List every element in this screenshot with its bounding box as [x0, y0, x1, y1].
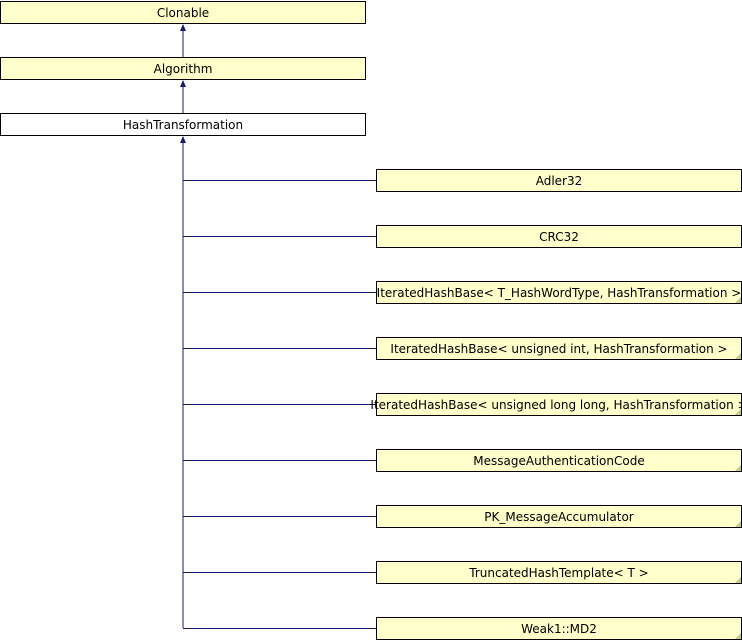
node-clonable[interactable]: Clonable — [0, 1, 366, 24]
node-derived-label: IteratedHashBase< unsigned long long, Ha… — [370, 397, 742, 412]
node-algorithm[interactable]: Algorithm — [0, 57, 366, 80]
node-derived-label: MessageAuthenticationCode — [473, 453, 645, 468]
node-hashtransformation: HashTransformation — [0, 113, 366, 136]
node-algorithm-label: Algorithm — [153, 61, 213, 76]
node-derived-iteratedhashbase-unsigned-int[interactable]: IteratedHashBase< unsigned int, HashTran… — [376, 337, 742, 360]
node-derived-label: PK_MessageAccumulator — [484, 509, 634, 524]
truncated-fold-icon — [735, 633, 741, 639]
node-derived-pk-messageaccumulator[interactable]: PK_MessageAccumulator — [376, 505, 742, 528]
node-clonable-label: Clonable — [156, 5, 210, 20]
truncated-fold-icon — [735, 577, 741, 583]
node-derived-adler32[interactable]: Adler32 — [376, 169, 742, 192]
node-derived-label: TruncatedHashTemplate< T > — [469, 565, 649, 580]
arrowhead-algorithm — [180, 80, 186, 87]
node-derived-crc32[interactable]: CRC32 — [376, 225, 742, 248]
node-derived-label: IteratedHashBase< unsigned int, HashTran… — [390, 341, 728, 356]
node-derived-messageauthenticationcode[interactable]: MessageAuthenticationCode — [376, 449, 742, 472]
arrowhead-clonable — [180, 24, 186, 31]
arrowhead-hashtransformation — [180, 136, 186, 143]
node-derived-label: IteratedHashBase< T_HashWordType, HashTr… — [376, 285, 742, 300]
node-derived-label: CRC32 — [539, 229, 579, 244]
truncated-fold-icon — [735, 409, 741, 415]
edge-branches — [183, 180, 376, 629]
node-hashtransformation-label: HashTransformation — [122, 117, 244, 132]
node-derived-truncatedhashtemplate[interactable]: TruncatedHashTemplate< T > — [376, 561, 742, 584]
truncated-fold-icon — [735, 353, 741, 359]
node-derived-weak1-md2[interactable]: Weak1::MD2 — [376, 617, 742, 640]
node-derived-label: Weak1::MD2 — [521, 621, 597, 636]
node-derived-iteratedhashbase-unsigned-long-long[interactable]: IteratedHashBase< unsigned long long, Ha… — [370, 393, 742, 416]
node-derived-label: Adler32 — [535, 173, 583, 188]
truncated-fold-icon — [735, 465, 741, 471]
node-derived-iteratedhashbase-t-hashwordtype[interactable]: IteratedHashBase< T_HashWordType, HashTr… — [376, 281, 742, 304]
truncated-fold-icon — [735, 521, 741, 527]
truncated-fold-icon — [735, 297, 741, 303]
